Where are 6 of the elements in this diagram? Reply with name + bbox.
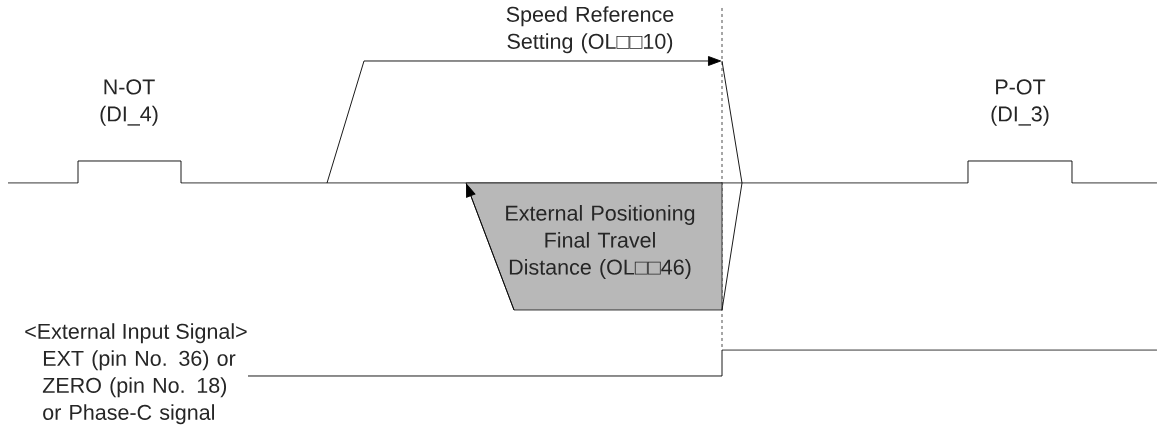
signal-name: EXT (pin No. 36) or ZERO (pin No. 18) or Phase-C signal [42,350,236,425]
signal-heading: <External Input Signal> [25,323,247,344]
travel-distance-area: External Positioning Final Travel Distance (OL□□46) [465,182,723,311]
signal-label: P-OT (DI_3) [991,79,1049,126]
signal-label: N-OT (DI_4) [100,79,158,126]
speed-reference-label: Speed Reference Setting (OL□□10) [506,6,674,54]
